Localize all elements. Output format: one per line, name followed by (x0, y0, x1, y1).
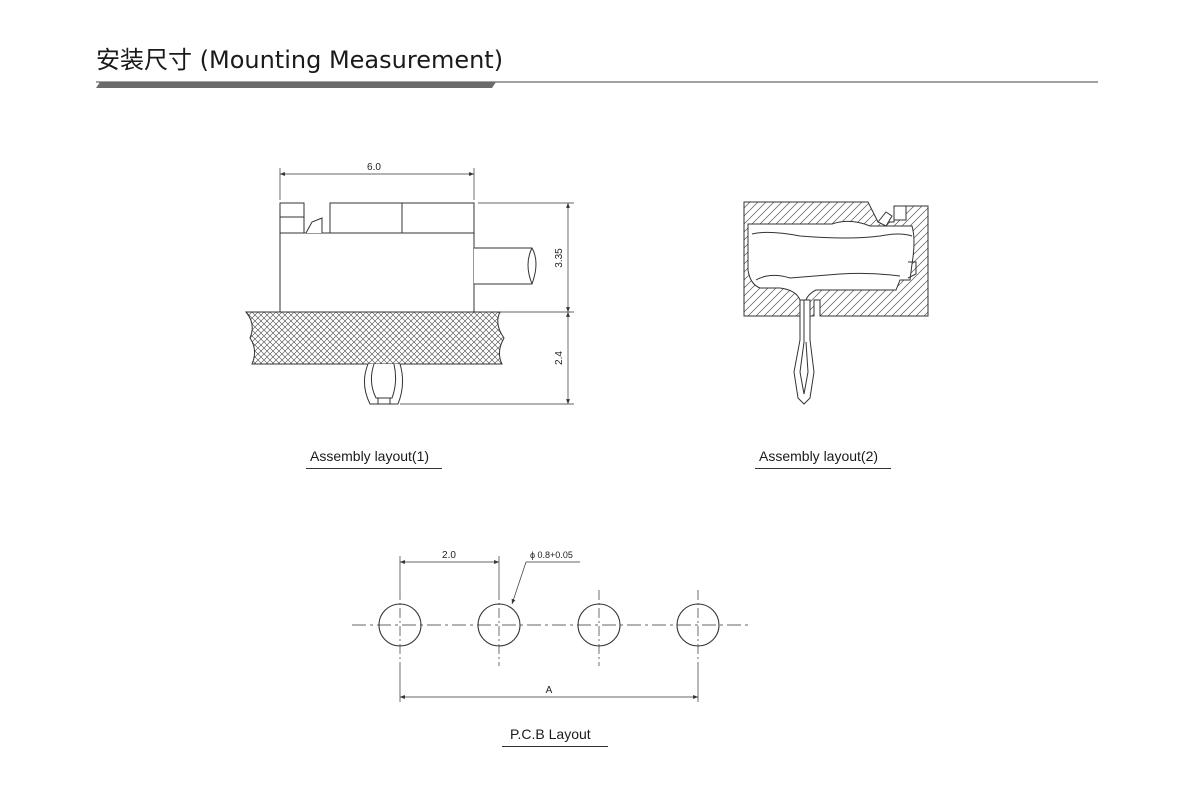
title-rule (96, 81, 1098, 88)
housing-top-left (279, 202, 305, 234)
caption-underline-1 (306, 468, 442, 469)
wire (474, 247, 537, 285)
dim-pitch-2-0: 2.0 (442, 550, 456, 561)
dim-total-a: A (546, 685, 553, 696)
assembly-layout-1 (244, 168, 574, 405)
connector-body (279, 232, 475, 313)
pcb-hole-3 (577, 590, 621, 666)
caption-assembly-2: Assembly layout(2) (759, 448, 879, 464)
section-pin (793, 299, 815, 405)
dim-width-6: 6.0 (367, 162, 381, 173)
caption-pcb-layout: P.C.B Layout (510, 726, 591, 742)
dim-height-2-4: 2.4 (554, 351, 565, 365)
pcb-hole-2 (477, 590, 521, 666)
pcb-hole-1 (378, 590, 422, 666)
section-cavity (747, 220, 915, 301)
dim-hole-diameter: ϕ 0.8+0.05 (530, 550, 573, 560)
dim-height-3-35: 3.35 (554, 248, 565, 268)
pcb-board (244, 311, 505, 365)
title-accent-bar (96, 82, 496, 88)
caption-underline-3 (502, 746, 608, 747)
pcb-layout (352, 556, 750, 702)
caption-underline-2 (755, 468, 891, 469)
pcb-hole-4 (676, 590, 720, 666)
caption-assembly-1: Assembly layout(1) (310, 448, 430, 464)
header: 安装尺寸 (Mounting Measurement) (0, 0, 1200, 100)
page-title: 安装尺寸 (Mounting Measurement) (96, 46, 504, 74)
assembly-layout-2 (743, 201, 929, 405)
